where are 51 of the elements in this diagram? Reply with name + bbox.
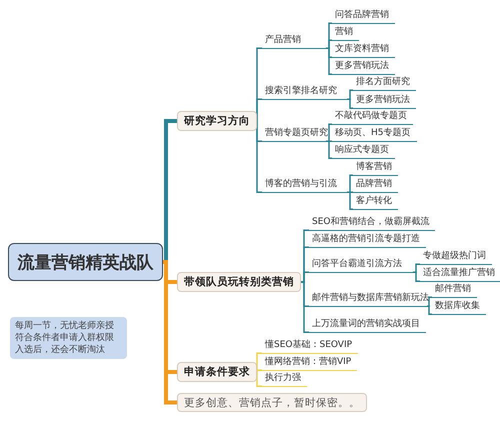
underlined-subtopic: 邮件营销与数据库营销新玩法 xyxy=(309,292,427,307)
underlined-subtopic: 数据库收集 xyxy=(432,300,486,315)
connector xyxy=(413,272,420,282)
underlined-subtopic: 不敲代码做专题页 xyxy=(332,110,413,125)
connector xyxy=(301,272,309,283)
underlined-subtopic: 博客营销 xyxy=(353,161,398,176)
underlined-subtopic: 懂网络营销：营销VIP xyxy=(262,356,358,371)
underlined-subtopic: 专做超级热门词 xyxy=(420,250,492,265)
underlined-subtopic: 更多营销玩法 xyxy=(353,94,416,109)
connector xyxy=(427,306,432,315)
connector xyxy=(347,192,353,210)
connector xyxy=(326,140,332,159)
connector xyxy=(256,120,262,193)
topic-box: 带领队员玩转别类营销 xyxy=(177,272,301,292)
underlined-subtopic: 排名方面研究 xyxy=(353,76,416,91)
underlined-subtopic: 问答平台霸道引流方法 xyxy=(309,258,413,273)
underlined-subtopic: 客户转化 xyxy=(353,195,398,210)
underlined-subtopic: 高逼格的营销引流专题打造 xyxy=(309,233,426,248)
underlined-subtopic: 懂SEO基础：SEOVIP xyxy=(262,339,358,354)
connector xyxy=(326,40,332,49)
underlined-subtopic: 适合流量推广营销 xyxy=(420,267,500,282)
underlined-subtopic: 邮件营销 xyxy=(432,283,477,298)
connector xyxy=(326,48,332,75)
underlined-subtopic: 更多营销玩法 xyxy=(332,60,395,75)
underlined-subtopic: 响应式专题页 xyxy=(332,144,395,159)
connector xyxy=(427,296,432,307)
connector xyxy=(326,124,332,142)
connector xyxy=(256,371,262,387)
underlined-subtopic: 博客的营销与引流 xyxy=(262,178,347,193)
underlined-subtopic: 文库资料营销 xyxy=(332,43,395,58)
underlined-subtopic: 营销专题页研究 xyxy=(262,127,326,142)
underlined-subtopic: 搜索引擎排名研究 xyxy=(262,85,347,100)
connector xyxy=(347,98,353,109)
connector xyxy=(256,98,262,122)
underlined-subtopic: 问答品牌营销 xyxy=(332,9,395,24)
underlined-subtopic: SEO和营销结合，做霸屏截流 xyxy=(309,216,436,231)
connector xyxy=(347,90,353,100)
note-box: 每周一节，无忧老师亲授符合条件者申请入群权限入选后，还会不断淘汰 xyxy=(10,317,127,359)
connector xyxy=(413,264,420,273)
topic-box: 研究学习方向 xyxy=(177,111,257,131)
underlined-subtopic: 品牌营销 xyxy=(353,178,398,193)
underlined-subtopic: 营销 xyxy=(332,26,359,41)
underlined-subtopic: 上万流量词的营销实战项目 xyxy=(309,318,426,333)
connector xyxy=(347,174,353,193)
underlined-subtopic: 移动页、H5专题页 xyxy=(332,127,416,142)
central-topic-box: 流量营销精英战队 xyxy=(8,243,163,281)
underlined-subtopic: 产品营销 xyxy=(262,34,326,49)
underlined-subtopic: 执行力强 xyxy=(262,372,307,387)
connector xyxy=(301,281,309,333)
topic-box: 申请条件要求 xyxy=(177,362,257,382)
topic-box: 更多创意、营销点子，暂时保密。。 xyxy=(177,393,367,412)
